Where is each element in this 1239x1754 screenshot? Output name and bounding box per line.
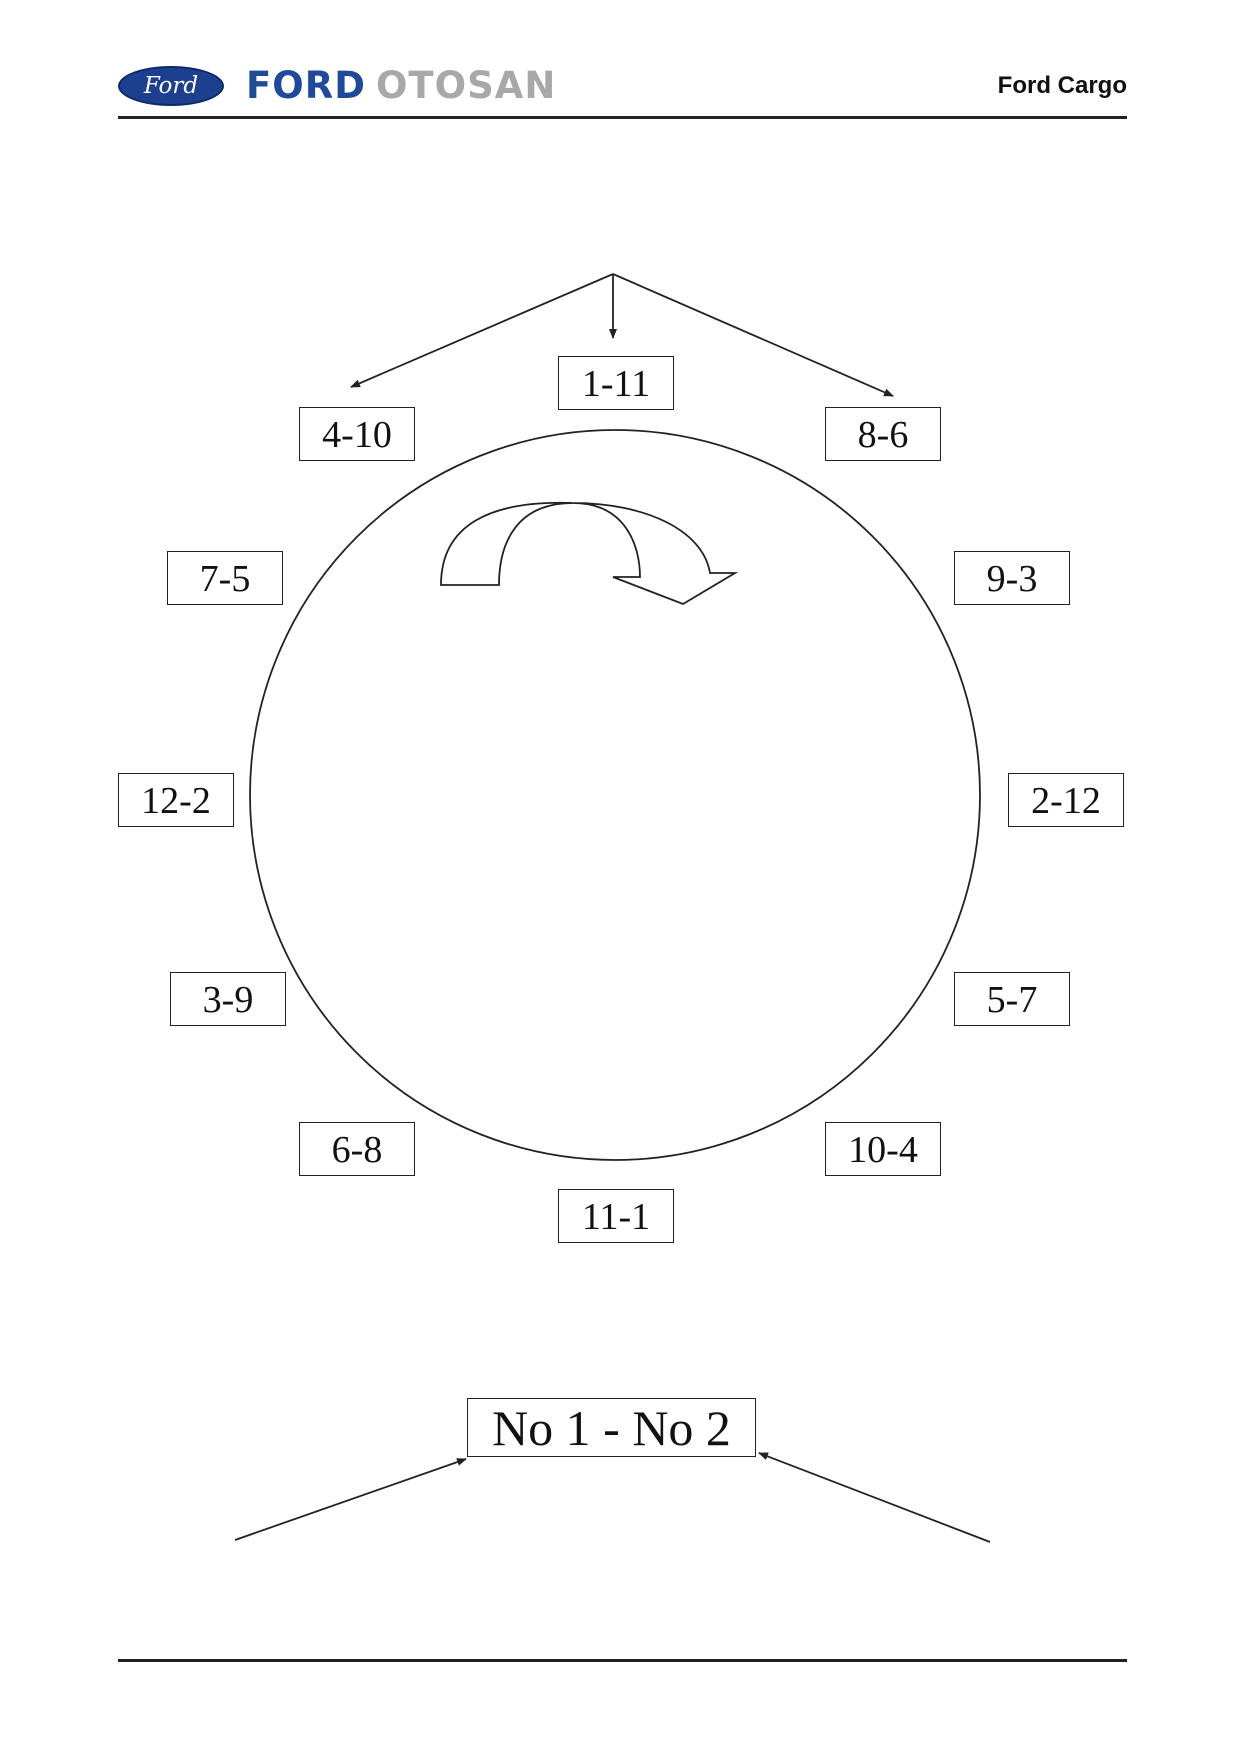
label-bottom-left: 6-8 — [299, 1122, 415, 1176]
footer-divider — [118, 1659, 1127, 1662]
label-top-right: 8-6 — [825, 407, 941, 461]
label-right: 2-12 — [1008, 773, 1124, 827]
wheel-circle — [249, 429, 981, 1161]
bottom-arrows — [234, 1452, 991, 1543]
label-lower-right: 5-7 — [954, 972, 1070, 1026]
label-top: 1-11 — [558, 356, 674, 410]
label-upper-right: 9-3 — [954, 551, 1070, 605]
label-top-left: 4-10 — [299, 407, 415, 461]
label-upper-left: 7-5 — [167, 551, 283, 605]
label-bottom-right: 10-4 — [825, 1122, 941, 1176]
header-divider — [118, 116, 1127, 119]
ford-logo-icon: Ford — [118, 66, 224, 106]
brand-ford: FORD — [246, 64, 366, 107]
arrow-to-top-right — [612, 273, 894, 397]
ford-logo-text: Ford — [143, 73, 199, 99]
arrow-to-top-left — [350, 273, 614, 388]
brand-otosan: OTOSAN — [375, 64, 557, 107]
bottom-label: No 1 - No 2 — [467, 1398, 756, 1457]
arrow-from-right — [758, 1452, 991, 1543]
arrow-from-left — [234, 1458, 467, 1541]
header-title: Ford Cargo — [997, 72, 1127, 99]
top-arrows — [350, 273, 894, 397]
rotation-arrow-icon — [440, 501, 739, 605]
label-bottom: 11-1 — [558, 1189, 674, 1243]
label-lower-left: 3-9 — [170, 972, 286, 1026]
label-left: 12-2 — [118, 773, 234, 827]
